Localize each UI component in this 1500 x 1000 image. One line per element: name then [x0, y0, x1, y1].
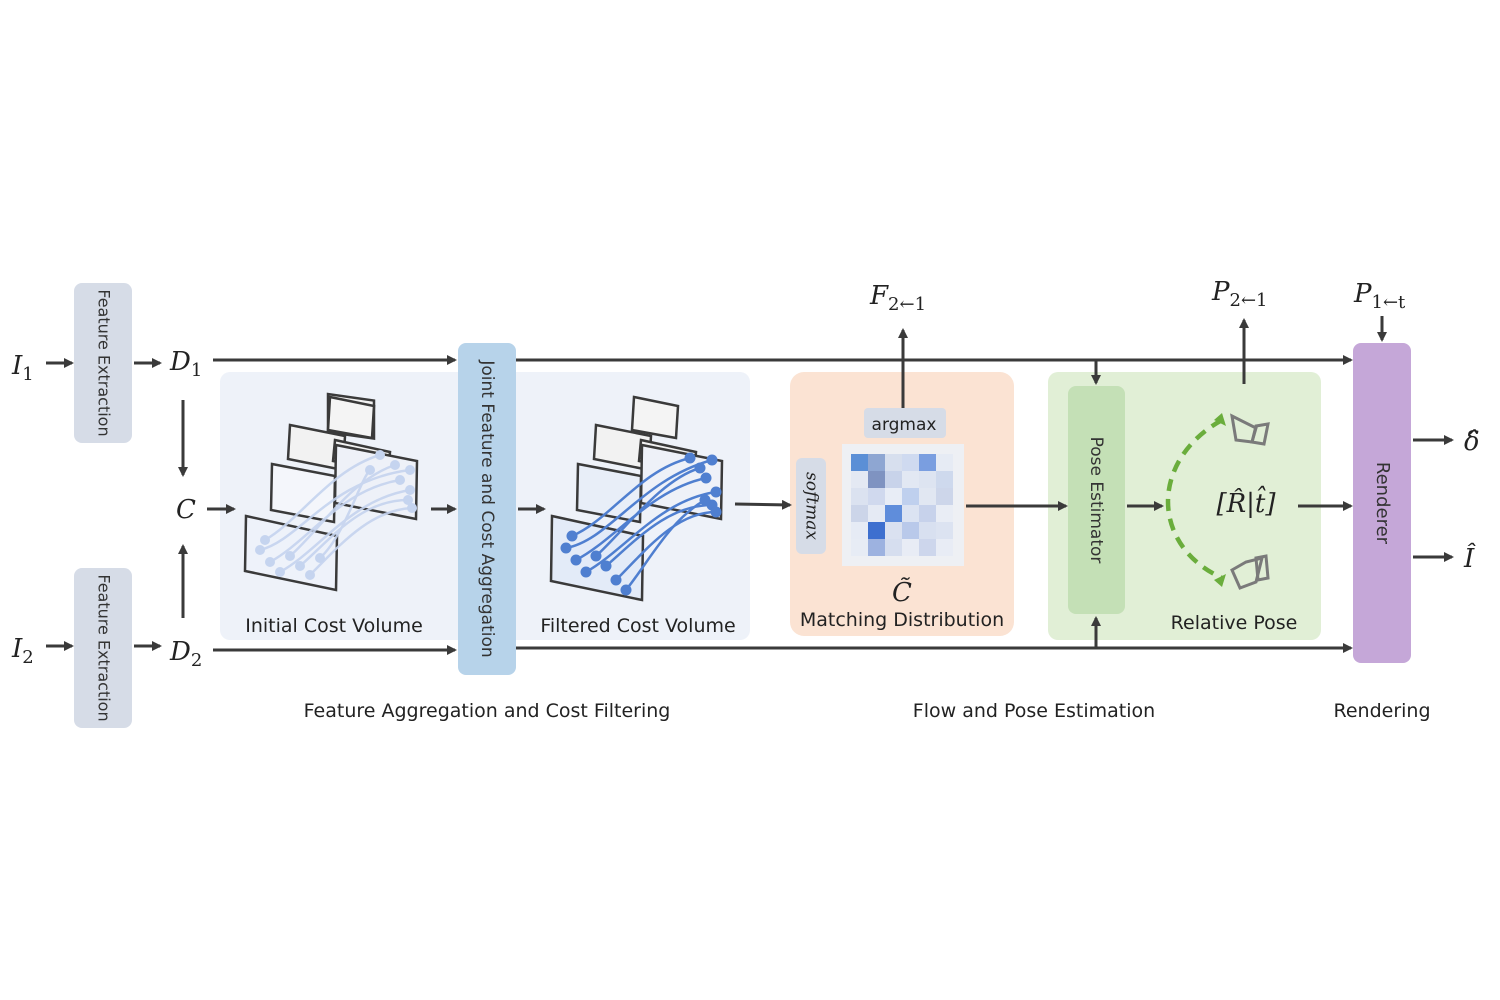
camera-icon: [1230, 413, 1270, 446]
c-tilde-label: C̃: [892, 577, 912, 608]
heatmap-cell: [902, 522, 919, 539]
feature-extraction-bottom-label: Feature Extraction: [95, 574, 114, 721]
renderer-label: Renderer: [1372, 462, 1393, 545]
heatmap-cell: [902, 488, 919, 505]
section-rendering: Rendering: [1333, 700, 1430, 722]
relative-pose-label: Relative Pose: [1171, 612, 1298, 634]
filtered-cost-volume-label: Filtered Cost Volume: [540, 615, 735, 637]
heatmap-cell: [919, 471, 936, 488]
arrow-filtered-softmax: [734, 499, 792, 510]
heatmap-cell: [868, 505, 885, 522]
section-feature-aggregation: Feature Aggregation and Cost Filtering: [304, 700, 671, 722]
heatmap-cell: [936, 522, 953, 539]
pose-output: P2←1: [1211, 277, 1268, 311]
heatmap-grid: [851, 454, 953, 556]
heatmap-cell: [936, 488, 953, 505]
heatmap-cell: [851, 505, 868, 522]
heatmap-cell: [868, 471, 885, 488]
feature-extraction-top-label: Feature Extraction: [95, 289, 114, 436]
renderer-block: Renderer: [1353, 343, 1411, 663]
pose-dashed-arc: [1165, 418, 1224, 581]
joint-aggregation-label: Joint Feature and Cost Aggregation: [477, 359, 497, 657]
camera-icon-2: [1230, 554, 1270, 590]
rt-label: [R̂|t̂]: [1216, 485, 1276, 519]
relative-pose: [R̂|t̂] Relative Pose P2←1: [1165, 277, 1298, 634]
descriptor-d2: D2: [169, 637, 202, 671]
pose-estimator-block: Pose Estimator: [1068, 386, 1125, 614]
heatmap-cell: [919, 539, 936, 556]
softmax-label: softmax: [802, 472, 822, 540]
heatmap-cell: [919, 522, 936, 539]
heatmap-cell: [885, 539, 902, 556]
delta-output: δ̂: [1464, 427, 1480, 457]
heatmap-cell: [936, 539, 953, 556]
image-output: Î: [1463, 542, 1476, 574]
heatmap-cell: [902, 539, 919, 556]
heatmap-cell: [885, 454, 902, 471]
flow-output: F2←1: [869, 281, 926, 315]
heatmap-cell: [868, 539, 885, 556]
heatmap-cell: [885, 505, 902, 522]
heatmap-cell: [851, 454, 868, 471]
heatmap-cell: [902, 454, 919, 471]
filtered-cost-volume-illustration: Filtered Cost Volume: [540, 395, 736, 637]
input-i2: I2: [11, 634, 34, 668]
pose-estimator-label: Pose Estimator: [1086, 437, 1106, 564]
argmax-box: [864, 408, 946, 438]
heatmap-cell: [885, 471, 902, 488]
feature-extraction-bottom: Feature Extraction: [74, 568, 132, 728]
heatmap-cell: [936, 505, 953, 522]
heatmap-cell: [936, 454, 953, 471]
matching-distribution: softmax argmax C̃ Matching Distribution …: [796, 281, 1004, 631]
pose-input-renderer: P1←t: [1353, 279, 1406, 313]
argmax-label: argmax: [872, 415, 937, 435]
initial-cost-volume-illustration: Initial Cost Volume: [243, 392, 423, 637]
heatmap-cell: [902, 505, 919, 522]
matching-distribution-label: Matching Distribution: [800, 609, 1004, 631]
heatmap-cell: [902, 471, 919, 488]
softmax-box: [796, 458, 826, 554]
initial-cost-volume-label: Initial Cost Volume: [245, 615, 423, 637]
heatmap-cell: [851, 539, 868, 556]
feature-extraction-top: Feature Extraction: [74, 283, 132, 443]
joint-aggregation-block: Joint Feature and Cost Aggregation: [458, 343, 516, 675]
section-flow-pose: Flow and Pose Estimation: [913, 700, 1155, 722]
heatmap-cell: [936, 471, 953, 488]
heatmap-cell: [885, 488, 902, 505]
heatmap-cell: [919, 505, 936, 522]
input-i1: I1: [11, 351, 34, 385]
arrows: [46, 316, 1454, 655]
heatmap-cell: [868, 454, 885, 471]
heatmap-cell: [868, 488, 885, 505]
heatmap-cell: [851, 488, 868, 505]
heatmap-cell: [919, 488, 936, 505]
heatmap-cell: [851, 522, 868, 539]
descriptor-d1: D1: [169, 347, 202, 381]
cost-c: C: [176, 495, 196, 525]
heatmap-cell: [885, 522, 902, 539]
heatmap-cell: [919, 454, 936, 471]
heatmap-cell: [868, 522, 885, 539]
heatmap-cell: [851, 471, 868, 488]
